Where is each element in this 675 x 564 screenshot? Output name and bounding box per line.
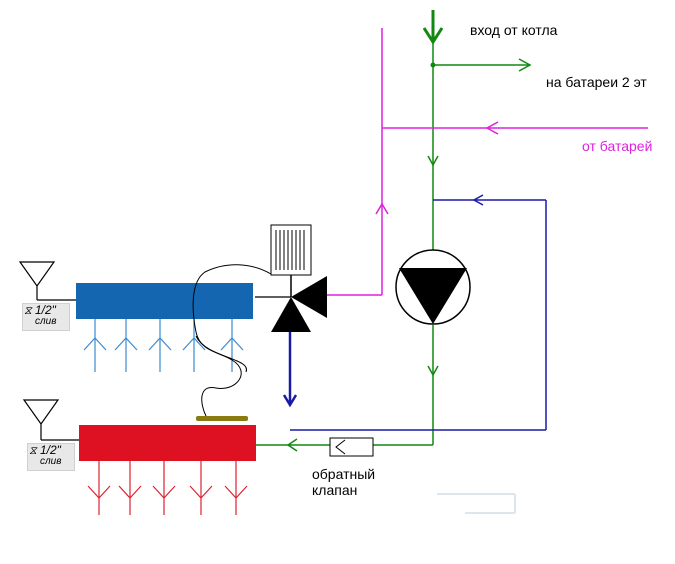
drain-valve-bottom: ⧖ 1/2" слив — [27, 443, 75, 471]
drain-valve-icon: ⧖ — [29, 445, 37, 457]
drain-word: слив — [40, 456, 62, 467]
drain-size: 1/2" — [40, 443, 61, 457]
drain-valve-top: ⧖ 1/2" слив — [22, 303, 70, 331]
from-radiators-label: от батарей — [582, 138, 653, 154]
temperature-sensor — [196, 416, 248, 421]
air-vent-top — [18, 261, 76, 301]
supply-branch-node — [430, 62, 436, 68]
drain-size: 1/2" — [35, 303, 56, 317]
check-valve-label: обратный клапан — [312, 466, 376, 498]
mixing-valve — [255, 224, 327, 332]
leftover-mark — [437, 493, 516, 514]
to-radiators-label: на батареи 2 эт — [546, 74, 647, 90]
drain-valve-icon: ⧖ — [24, 305, 32, 317]
radiator-return-line — [325, 28, 648, 296]
circulation-pump — [395, 249, 471, 325]
return-line — [290, 194, 547, 431]
supply-line — [286, 10, 532, 452]
check-valve — [329, 437, 374, 457]
inlet-arrow — [422, 10, 444, 45]
red-manifold — [79, 425, 290, 515]
inlet-label: вход от котла — [470, 22, 558, 38]
drain-word: слив — [35, 316, 57, 327]
blue-manifold — [76, 283, 253, 372]
mixing-valve-outlet — [282, 330, 298, 408]
sensor-capillary — [192, 264, 272, 417]
air-vent-bottom — [22, 399, 79, 441]
